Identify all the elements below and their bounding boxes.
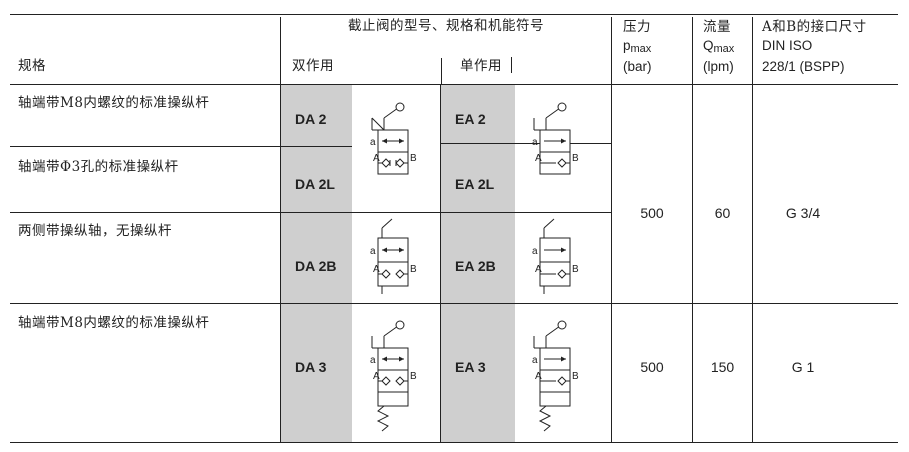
svg-text:a: a bbox=[532, 137, 538, 148]
type-code-ea3: EA 3 bbox=[455, 359, 486, 375]
svg-text:B: B bbox=[410, 371, 417, 382]
da-gray-cell-group2 bbox=[281, 304, 352, 442]
svg-text:A: A bbox=[373, 371, 380, 382]
type-code-ea2: EA 2 bbox=[455, 111, 486, 127]
svg-text:B: B bbox=[572, 153, 579, 164]
valve-symbol-ea2b: a A B bbox=[532, 218, 579, 298]
type-code-da2l: DA 2L bbox=[295, 176, 335, 192]
flow-header-unit: (lpm) bbox=[703, 59, 734, 74]
spec-row-4: 轴端带M8内螺纹的标准操纵杆 bbox=[18, 315, 210, 331]
pressure-header-zh: 压力 bbox=[623, 19, 651, 35]
valve-symbol-ea3: a A B bbox=[532, 318, 579, 433]
valve-symbol-da3: a A B bbox=[370, 318, 417, 433]
type-code-da2: DA 2 bbox=[295, 111, 327, 127]
row1-divider-ea bbox=[441, 143, 611, 144]
single-acting-cursor-mark bbox=[511, 57, 512, 73]
type-code-da3: DA 3 bbox=[295, 359, 327, 375]
flow-header-symbol: Qmax bbox=[703, 38, 735, 55]
spec-row-2: 轴端带Φ3孔的标准操纵杆 bbox=[18, 159, 179, 175]
svg-text:A: A bbox=[373, 264, 380, 275]
svg-text:a: a bbox=[532, 355, 538, 366]
bottom-rule bbox=[10, 442, 898, 443]
col-divider-da bbox=[441, 58, 442, 84]
spec-row-1: 轴端带M8内螺纹的标准操纵杆 bbox=[18, 95, 210, 111]
row1-divider bbox=[10, 146, 352, 147]
svg-text:B: B bbox=[410, 153, 417, 164]
pressure-value-group1: 500 bbox=[640, 205, 664, 221]
group-divider bbox=[10, 303, 898, 304]
svg-text:A: A bbox=[373, 153, 380, 164]
pressure-header-unit: (bar) bbox=[623, 59, 652, 74]
svg-text:a: a bbox=[370, 246, 376, 257]
pressure-header-symbol: pmax bbox=[623, 38, 652, 55]
svg-text:A: A bbox=[535, 371, 542, 382]
svg-text:B: B bbox=[572, 371, 579, 382]
svg-text:a: a bbox=[532, 246, 538, 257]
ea-gray-cell-group2 bbox=[441, 304, 515, 442]
col-divider-pressure bbox=[692, 17, 693, 442]
svg-text:a: a bbox=[370, 137, 376, 148]
col-divider-da-body bbox=[440, 84, 441, 442]
type-code-ea2b: EA 2B bbox=[455, 258, 496, 274]
double-acting-header: 双作用 bbox=[292, 58, 334, 74]
port-header-std1: DIN ISO bbox=[762, 38, 813, 53]
ea-gray-cell-group1 bbox=[441, 85, 515, 303]
col-divider-ea bbox=[611, 17, 612, 442]
type-code-da2b: DA 2B bbox=[295, 258, 337, 274]
col-divider-flow bbox=[752, 17, 753, 442]
svg-text:A: A bbox=[535, 264, 542, 275]
svg-text:B: B bbox=[410, 264, 417, 275]
flow-header-zh: 流量 bbox=[703, 19, 731, 35]
port-value-group1: G 3/4 bbox=[785, 205, 821, 221]
svg-text:a: a bbox=[370, 355, 376, 366]
spec-header: 规格 bbox=[18, 58, 46, 74]
flow-value-group2: 150 bbox=[710, 359, 735, 375]
single-acting-header: 单作用 bbox=[460, 58, 502, 74]
type-code-ea2l: EA 2L bbox=[455, 176, 495, 192]
valve-title-header: 截止阀的型号、规格和机能符号 bbox=[348, 18, 544, 34]
row2-divider bbox=[10, 212, 611, 213]
valve-symbol-da2b: a A B bbox=[370, 218, 417, 298]
port-value-group2: G 1 bbox=[791, 359, 815, 375]
flow-value-group1: 60 bbox=[714, 205, 731, 221]
port-header-std2: 228/1 (BSPP) bbox=[762, 59, 845, 74]
svg-text:A: A bbox=[535, 153, 542, 164]
header-bottom-rule bbox=[10, 84, 898, 85]
col-divider-spec bbox=[280, 17, 281, 442]
valve-symbol-da2: a A B bbox=[370, 100, 417, 190]
spec-row-3: 两侧带操纵轴，无操纵杆 bbox=[18, 223, 172, 239]
pressure-value-group2: 500 bbox=[640, 359, 664, 375]
port-header-zh: A和B的接口尺寸 bbox=[762, 19, 867, 35]
top-rule bbox=[10, 14, 898, 15]
svg-text:B: B bbox=[572, 264, 579, 275]
da-gray-cell-group1 bbox=[281, 85, 352, 303]
valve-symbol-ea2: a A B bbox=[532, 100, 579, 190]
